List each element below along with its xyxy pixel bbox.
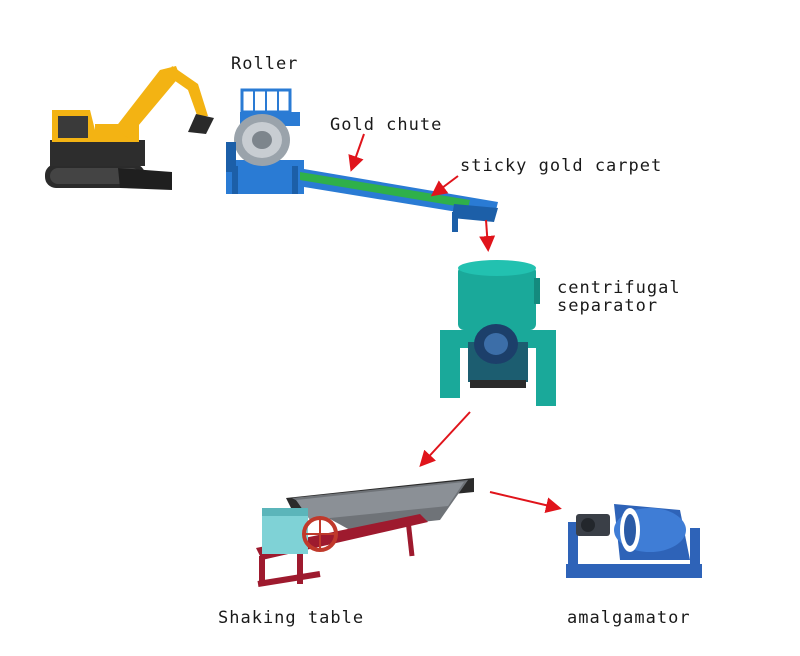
roller-label: Roller xyxy=(231,54,299,74)
gold-chute-icon xyxy=(298,168,498,232)
shaking-table-label: Shaking table xyxy=(218,608,365,628)
gold-chute-label: Gold chute xyxy=(330,115,443,135)
amalgamator-icon xyxy=(566,504,702,578)
arrow-to-gold-chute xyxy=(348,133,365,172)
excavator-icon xyxy=(45,66,214,190)
centrifugal-separator-icon xyxy=(440,260,556,406)
arrow-separator-to-table xyxy=(419,411,471,467)
flow-arrows xyxy=(348,133,562,514)
centrifugal-label-line2: separator xyxy=(557,296,659,316)
arrow-to-sticky-carpet xyxy=(430,175,459,197)
shaking-table-icon xyxy=(256,478,474,587)
roller-trommel-icon xyxy=(226,88,304,194)
arrow-table-to-amalgamator xyxy=(489,491,562,514)
sticky-gold-carpet-label: sticky gold carpet xyxy=(460,156,663,176)
arrow-chute-to-separator xyxy=(479,219,496,252)
amalgamator-label: amalgamator xyxy=(567,608,691,628)
centrifugal-label-line1: centrifugal xyxy=(557,278,681,298)
